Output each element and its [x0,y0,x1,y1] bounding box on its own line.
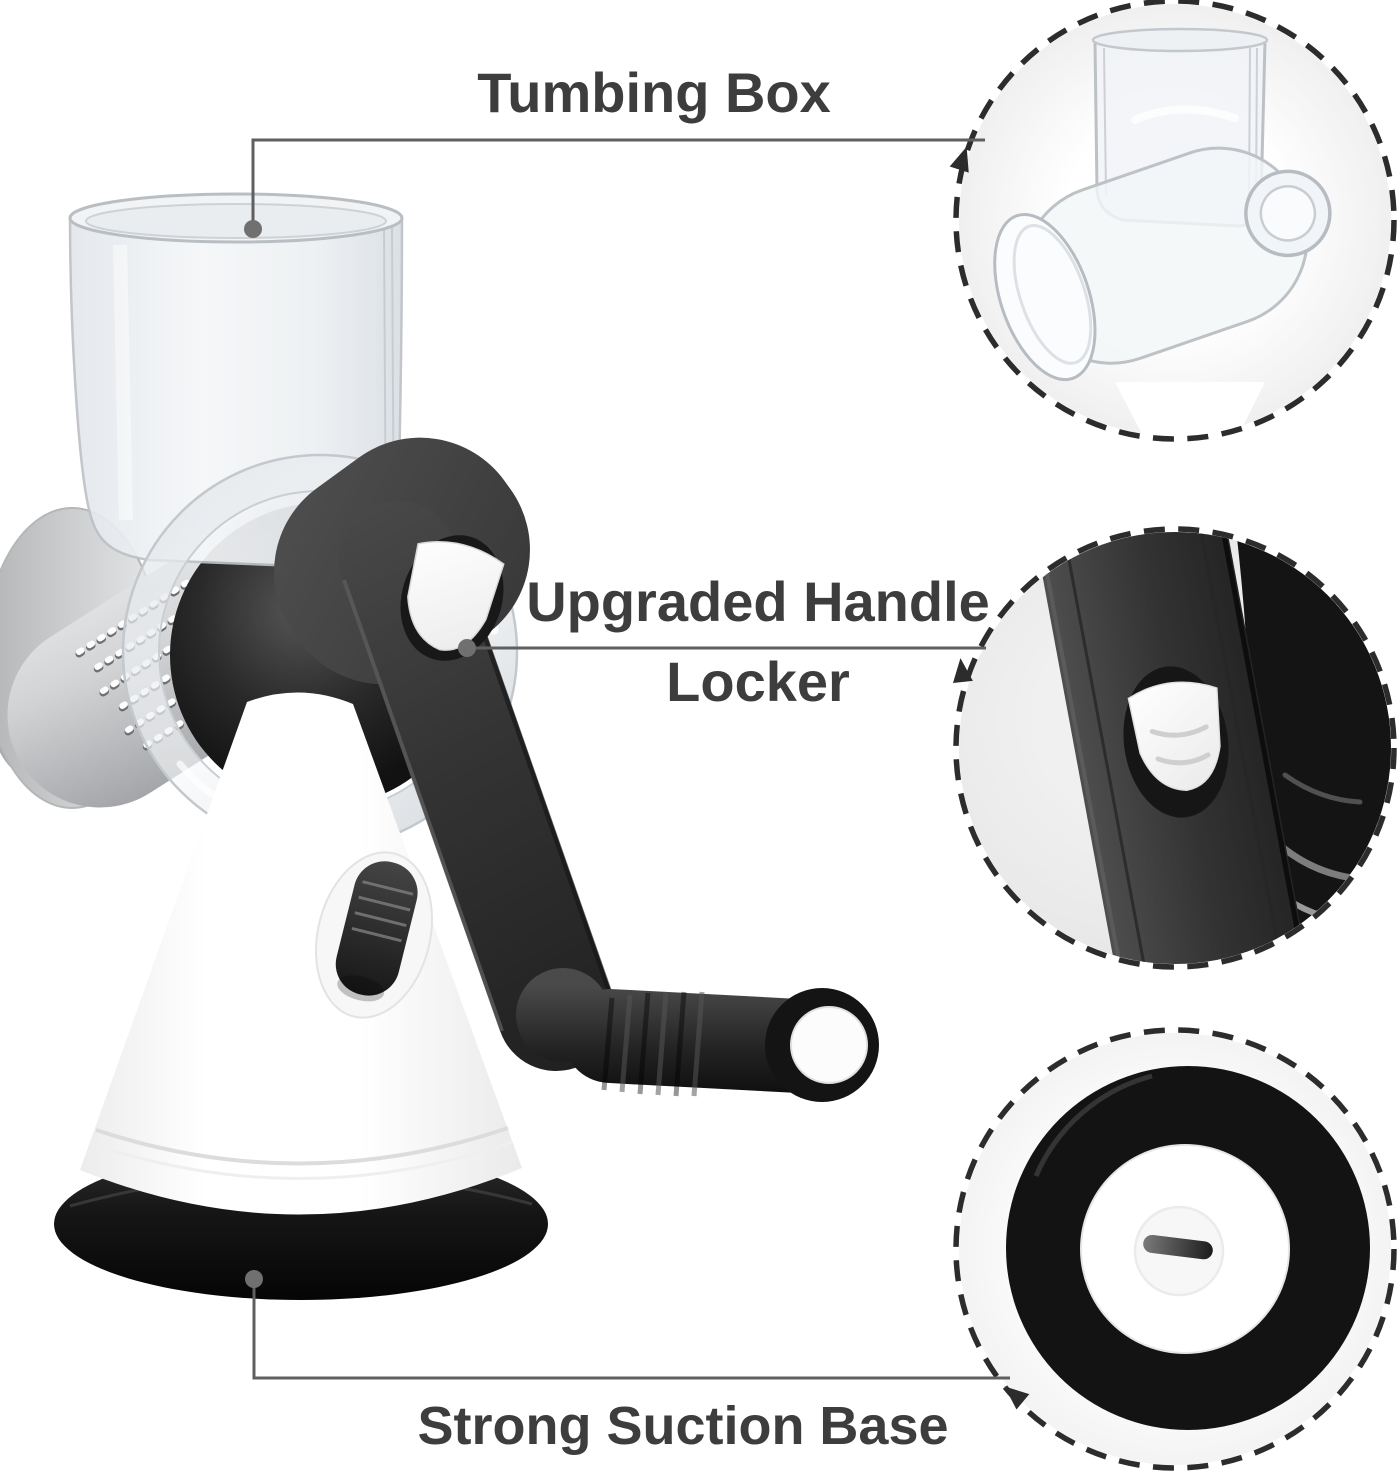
suction-base-anchor-dot [245,1270,263,1288]
tumbling-box-hopper [68,192,404,572]
release-latch-button [314,851,434,1019]
handle-locker-zoom [952,526,1397,970]
annotation-connectors [244,138,1010,1380]
zoom-drum-housing [993,146,1332,382]
suction-base-zoom [953,1027,1397,1471]
handle-locker-anchor-dot [458,639,476,657]
handle-locker-label-line2: Locker [666,650,850,713]
tumbling-box-label: Tumbing Box [477,61,831,124]
tumbling-box-connector-line [251,138,985,221]
zoom-lock-button [1127,681,1221,791]
crank-knob [516,968,879,1102]
suction-base-connector-line [252,1279,1010,1380]
dashed-callout-circle [953,0,1397,442]
crank-handle [274,437,615,1071]
zoom-suction-lever [1143,1234,1213,1260]
knob-end-cap [790,1006,868,1084]
handle-locker-label-line1: Upgraded Handle [526,570,990,633]
knob-knurling [601,991,705,1097]
dashed-callout-circle [953,526,1397,970]
curved-arrow-icon [952,658,973,683]
suction-base-label: Strong Suction Base [417,1396,949,1456]
rotary-grater-product [0,192,879,1300]
cone-body [80,692,522,1215]
tumbling-box-anchor-dot [244,220,262,238]
curved-arrow-icon [949,146,969,173]
tumbling-box-zoom [949,0,1397,442]
curved-arrow-icon [1004,1386,1030,1410]
dashed-callout-circle [953,1027,1397,1471]
